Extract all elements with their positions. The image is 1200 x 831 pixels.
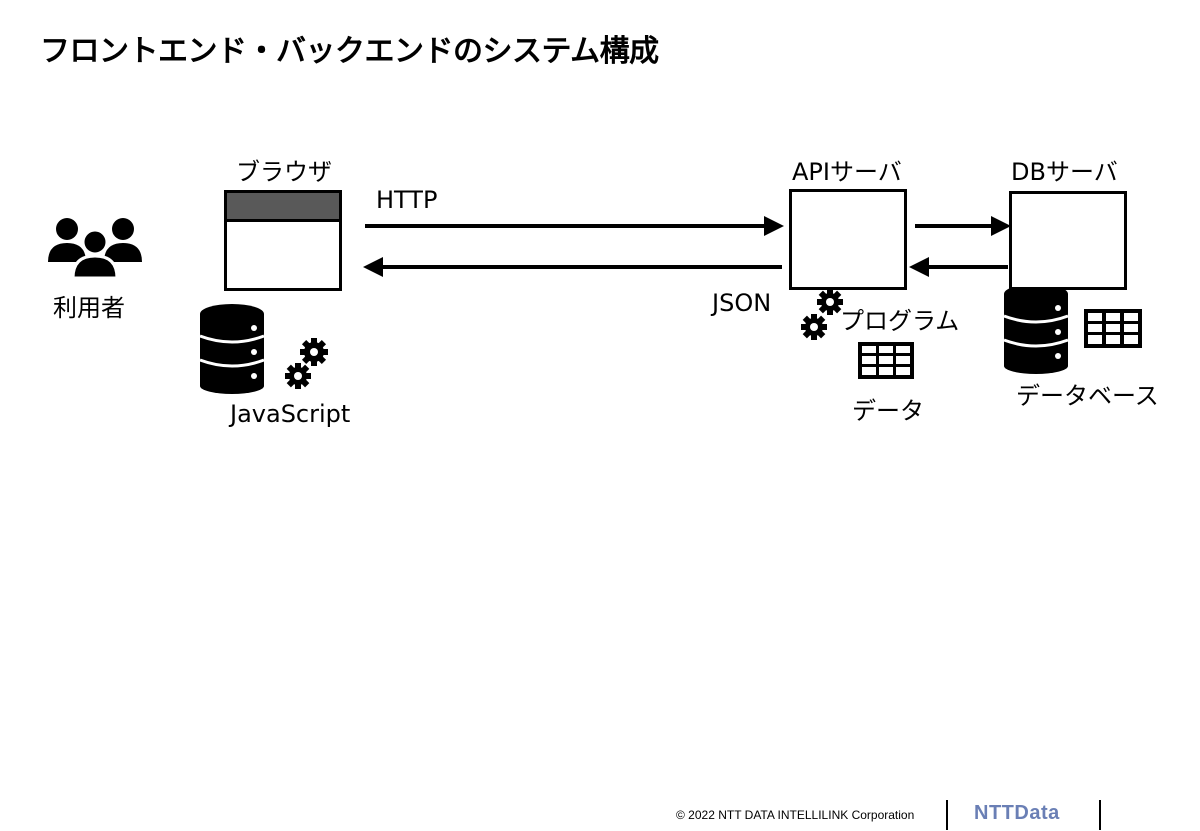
browser-title-bar [227,193,339,222]
data-label: データ [852,397,924,425]
footer-divider-right [1099,800,1101,830]
db-server-label: DBサーバ [1011,158,1118,186]
db-server-box [1009,191,1127,290]
api-gears-icon [801,289,843,340]
copyright-text: © 2022 NTT DATA INTELLILINK Corporation [676,808,915,822]
json-label: JSON [712,289,772,317]
javascript-label: JavaScript [230,400,351,428]
api-server-label: APIサーバ [792,158,902,186]
browser-window [224,190,342,291]
browser-label: ブラウザ [236,158,332,186]
db-table-icon [1084,309,1142,348]
nttdata-logo: NTTData [974,802,1060,824]
http-label: HTTP [376,186,438,214]
table-icon [858,342,914,379]
db-database-icon [1003,284,1069,374]
database-icon [199,304,265,394]
users-group-icon [48,218,142,280]
user-label: 利用者 [53,294,125,322]
page-title: フロントエンド・バックエンドのシステム構成 [40,34,659,69]
database-label: データベース [1016,382,1159,410]
program-label: プログラム [840,307,960,335]
footer-divider-left [946,800,948,830]
api-server-box [789,189,907,290]
gears-icon [285,338,328,389]
